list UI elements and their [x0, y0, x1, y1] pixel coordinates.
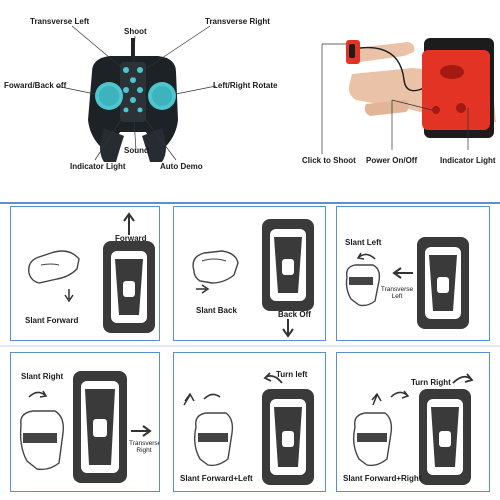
panel-slant-right: Slant Right Transverse Right: [10, 352, 160, 492]
label-indicator-light-remote: Indicator Light: [70, 162, 126, 171]
antenna: [131, 38, 135, 56]
panel-direction-label: Turn Right: [411, 378, 451, 387]
panel-gesture-label: Slant Back: [196, 306, 237, 315]
panel-direction-label: Transverse Left: [380, 286, 414, 300]
car-top-view-icon: [262, 219, 314, 311]
row-divider: [0, 345, 500, 347]
panel-direction-label: Transverse Right: [129, 440, 160, 454]
arrow-down-icon: [64, 289, 74, 303]
remote-buttons: [123, 67, 143, 113]
arrow-up-icon: [371, 392, 382, 406]
gesture-hand-icon: [192, 250, 239, 284]
wrist-strap: [422, 38, 494, 138]
gesture-hand-icon: [19, 410, 65, 471]
car-top-view-icon: [417, 237, 469, 329]
arrow-right-icon: [131, 425, 152, 437]
label-sound: Sound: [124, 146, 149, 155]
curved-arrow-icon: [263, 372, 283, 384]
panel-gesture-label: Slant Forward+Left: [180, 474, 253, 483]
panel-slant-forward-right: Turn Right Slant Forward+Right: [336, 352, 490, 492]
label-left-right-rotate: Left/Right Rotate: [213, 81, 278, 90]
panel-gesture-label: Slant Right: [21, 372, 64, 381]
arrow-up-left-icon: [183, 392, 195, 406]
curved-arrow-icon: [356, 252, 376, 260]
car-top-view-icon: [103, 241, 155, 333]
panel-direction-label: Back Off: [278, 310, 311, 319]
panel-slant-forward: Forward Slant Forward: [10, 206, 160, 341]
label-transverse-right: Transverse Right: [205, 17, 270, 26]
indicator-light-dot: [456, 103, 466, 113]
arrow-right-icon: [196, 284, 210, 294]
gesture-hand-icon: [193, 412, 234, 467]
curved-arrow-icon: [203, 393, 221, 400]
car-top-view-icon: [73, 371, 127, 483]
logo-badge: [440, 65, 464, 79]
panel-slant-left: Slant Left Transverse Left: [336, 206, 490, 341]
car-top-view-icon: [419, 389, 471, 485]
panel-direction-label: Forward: [115, 234, 147, 243]
section-divider: [0, 202, 500, 204]
curved-arrow-icon: [28, 390, 48, 398]
panel-slant-forward-left: Turn left Slant Forward+Left: [173, 352, 326, 492]
arrow-down-icon: [282, 319, 294, 338]
label-indicator-light-wrist: Indicator Light: [440, 156, 496, 165]
panel-slant-back: Slant Back Back Off: [173, 206, 326, 341]
car-top-view-icon: [262, 389, 314, 485]
label-click-to-shoot: Click to Shoot: [302, 156, 356, 165]
gesture-hand-icon: [28, 250, 80, 284]
arrow-left-icon: [392, 267, 413, 279]
curved-arrow-icon: [452, 373, 474, 384]
panel-gesture-label: Slant Forward+Right: [343, 474, 422, 483]
panel-gesture-label: Slant Forward: [25, 316, 79, 325]
label-transverse-left: Transverse Left: [30, 17, 90, 26]
arrow-up-icon: [123, 212, 135, 235]
label-power-on-off: Power On/Off: [366, 156, 418, 165]
gesture-hand-icon: [352, 412, 393, 467]
power-button: [432, 106, 440, 114]
gesture-hand-icon: [345, 264, 381, 307]
label-shoot: Shoot: [124, 27, 147, 36]
label-auto-demo: Auto Demo: [160, 162, 203, 171]
remote-diagram: [55, 25, 217, 162]
curved-arrow-icon: [390, 390, 410, 399]
wrist-diagram: [321, 38, 496, 154]
panel-direction-label: Turn left: [276, 370, 308, 379]
label-forward-back-off: Foward/Back off: [4, 81, 67, 90]
panel-gesture-label: Slant Left: [345, 238, 382, 247]
